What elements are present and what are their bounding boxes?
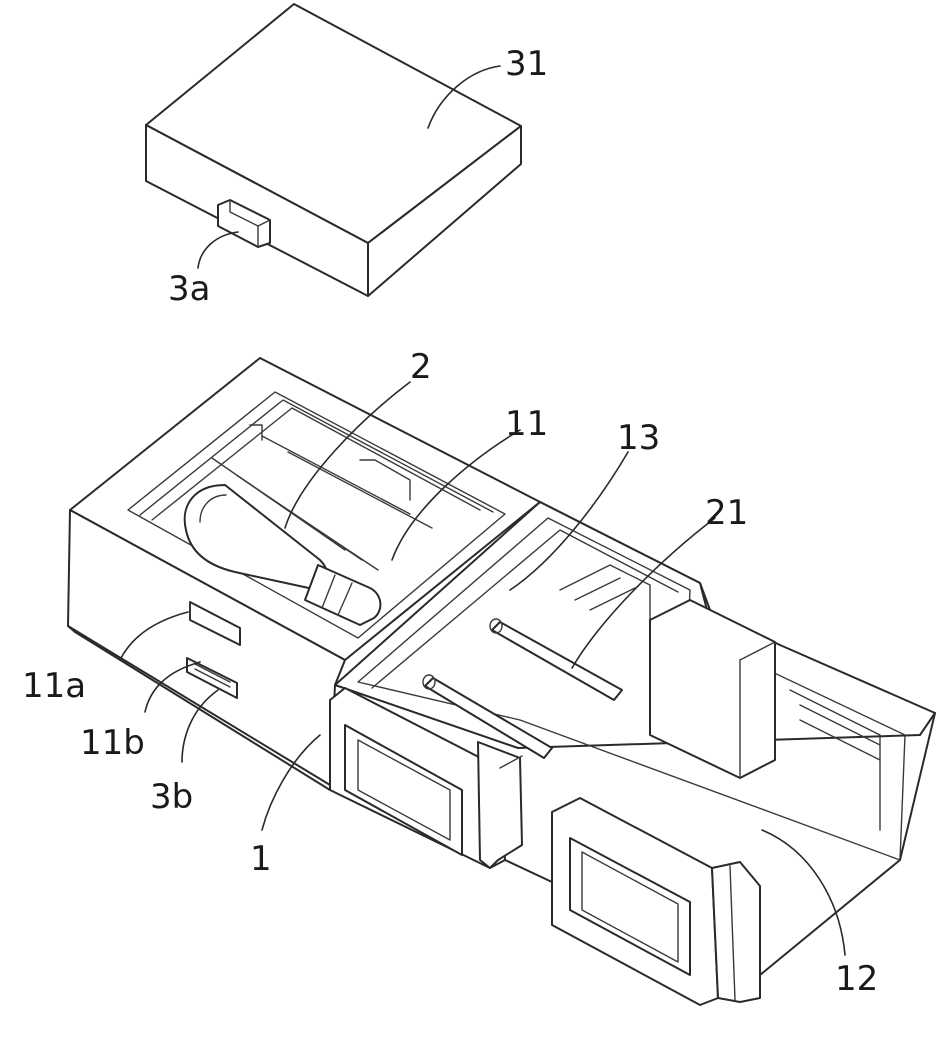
label-1: 1 — [250, 839, 272, 879]
label-12: 12 — [835, 959, 878, 999]
label-31: 31 — [505, 44, 548, 84]
base-body — [68, 358, 935, 1005]
cover-part — [146, 4, 521, 296]
label-21: 21 — [705, 493, 748, 533]
label-3b: 3b — [150, 777, 193, 817]
label-11: 11 — [505, 404, 548, 444]
label-3a: 3a — [168, 269, 210, 309]
label-13: 13 — [617, 418, 660, 458]
label-11a: 11a — [22, 666, 86, 706]
label-11b: 11b — [80, 723, 145, 763]
label-2: 2 — [410, 347, 432, 387]
